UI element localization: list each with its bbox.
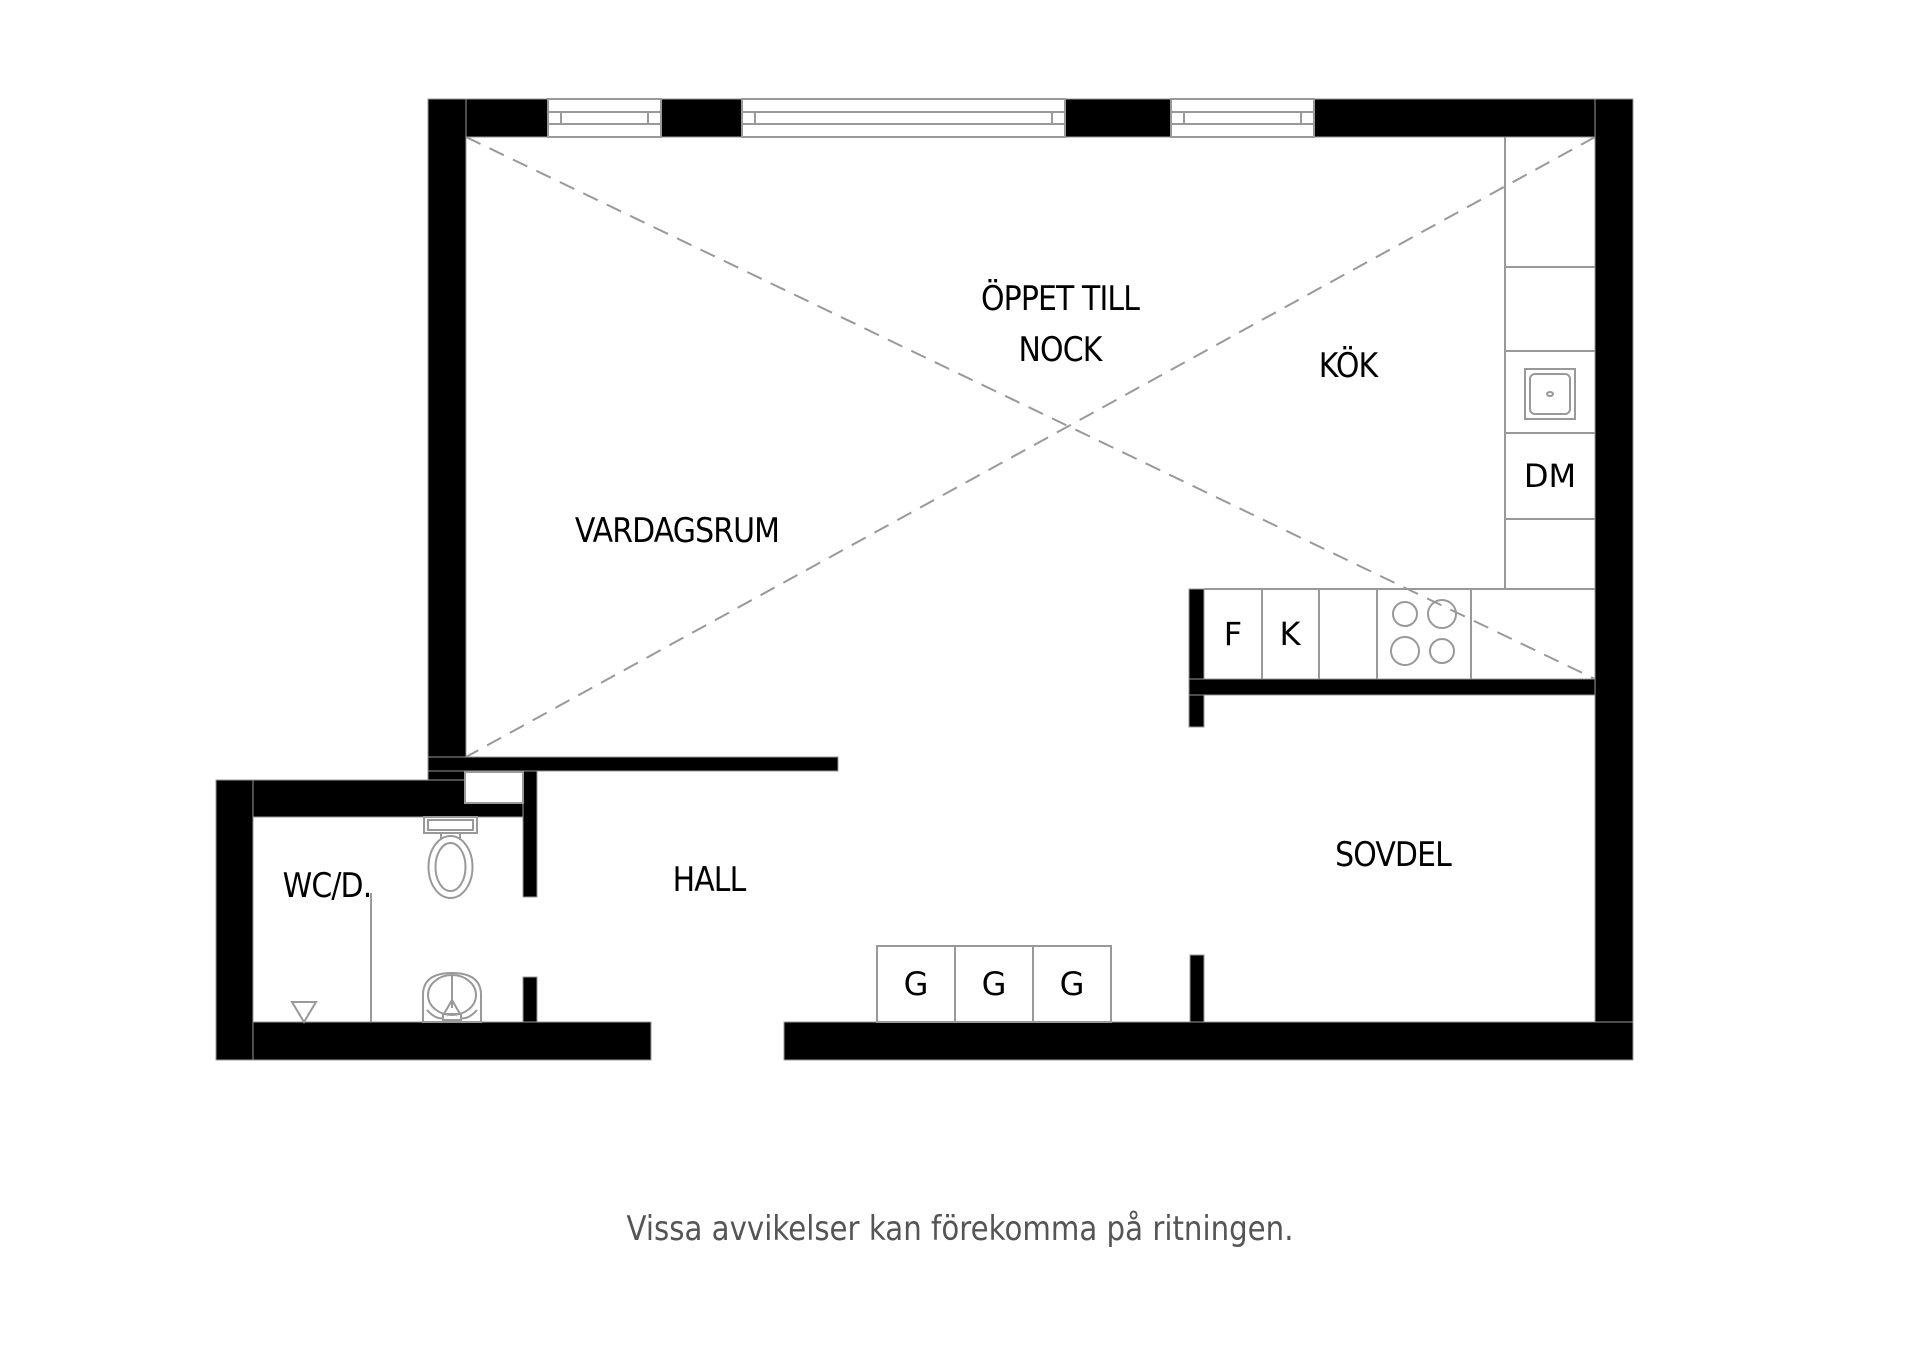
- window-3: [1170, 98, 1315, 138]
- window-1: [547, 98, 662, 138]
- sleeping-wall-stub: [1189, 954, 1205, 1023]
- wardrobes: [876, 945, 1112, 1023]
- room-label-open-to-ridge-line2: NOCK: [1018, 330, 1103, 370]
- kitchen-counter-right: [1504, 137, 1595, 590]
- hall-partition: [427, 756, 839, 772]
- right-wall: [1594, 98, 1634, 1061]
- stove-icon: [1390, 599, 1457, 666]
- sink-icon: [1524, 368, 1576, 420]
- kitchen-partition-vertical: [1188, 588, 1205, 728]
- walls: [215, 98, 1634, 1061]
- room-label-living-room: VARDAGSRUM: [574, 511, 780, 551]
- wardrobe-label: G: [1059, 965, 1085, 1003]
- wc-hall-wall-lower: [522, 976, 538, 1023]
- wc-left-wall: [215, 779, 254, 1061]
- fridge-label: F: [1223, 615, 1243, 653]
- dishwasher-label: DM: [1523, 457, 1577, 495]
- wardrobe-label: G: [903, 965, 929, 1003]
- room-label-open-to-ridge-line1: ÖPPET TILL: [981, 279, 1140, 319]
- disclaimer-caption: Vissa avvikelser kan förekomma på ritnin…: [626, 1209, 1294, 1249]
- washbasin-icon: [422, 971, 482, 1023]
- window-2: [741, 98, 1066, 138]
- kitchen-partition-horizontal: [1188, 678, 1596, 696]
- toilet-icon: [423, 816, 478, 899]
- wardrobe-label: G: [981, 965, 1007, 1003]
- closet-box: [464, 771, 524, 804]
- windows: [547, 98, 1315, 138]
- room-label-kitchen: KÖK: [1318, 346, 1378, 386]
- kitchen-counter-bottom: [1204, 588, 1505, 679]
- top-wall-segment: [660, 98, 743, 138]
- room-label-wc-shower: WC/D.: [282, 866, 373, 906]
- top-wall-segment: [1313, 98, 1634, 138]
- wc-hall-wall-upper: [522, 770, 538, 898]
- left-wall: [427, 98, 467, 781]
- open-to-ridge-diagonals: [465, 136, 1596, 758]
- bottom-wall-right: [783, 1021, 1634, 1061]
- bottom-wall-left: [215, 1021, 652, 1061]
- top-wall-segment: [1064, 98, 1172, 138]
- freezer-label: K: [1279, 615, 1301, 653]
- floor-drain-icon: [290, 1001, 318, 1024]
- room-label-sleeping-area: SOVDEL: [1335, 835, 1452, 875]
- room-label-hall: HALL: [672, 860, 747, 900]
